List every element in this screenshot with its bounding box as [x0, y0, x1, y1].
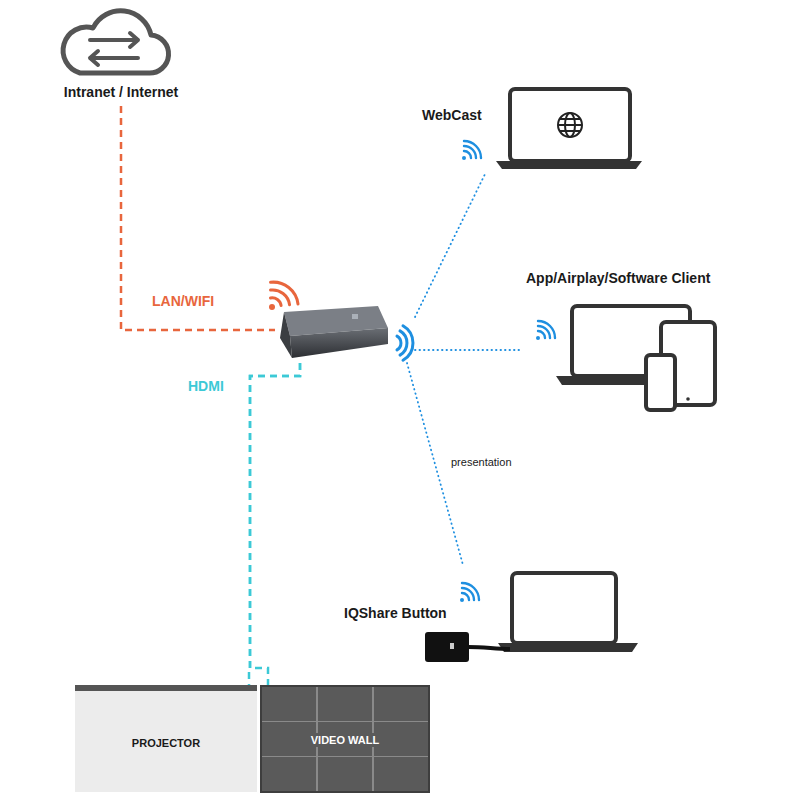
wifi-symbol [397, 326, 413, 361]
cloud-icon [63, 11, 168, 73]
wifi-symbol [536, 321, 555, 340]
link-label: LAN/WIFI [150, 293, 216, 310]
hdmi-link [249, 363, 300, 685]
client-node: App/Airplay/Software Client [520, 266, 752, 413]
globe-icon [558, 113, 582, 137]
hub-node [275, 303, 415, 363]
device-heading: App/Airplay/Software Client [526, 270, 710, 287]
laptop-icon [425, 573, 638, 662]
box-label: VIDEO WALL [262, 734, 428, 747]
device-heading: Intranet / Internet [40, 84, 202, 101]
box-label: PROJECTOR [75, 737, 257, 750]
share-button [425, 632, 469, 662]
laptop-node: WebCast [418, 85, 646, 172]
wifi-symbol [460, 583, 479, 602]
wifi-symbol [462, 141, 481, 160]
wireless-link [415, 349, 520, 351]
projector-box: PROJECTOR [75, 685, 257, 792]
link-label: HDMI [186, 378, 226, 395]
hdmi-link [250, 363, 300, 685]
device-heading: WebCast [422, 107, 482, 124]
device-heading: IQShare Button [344, 605, 447, 622]
network-link [121, 106, 275, 330]
hub-device [280, 306, 388, 358]
wireless-link [415, 172, 486, 317]
cloud-node: Intranet / Internet [40, 8, 202, 106]
link-label: presentation [449, 456, 514, 469]
wifi-symbol [263, 276, 302, 314]
device-icons [556, 306, 715, 410]
laptop-node: IQShare Button [340, 565, 640, 665]
laptop-icon [496, 89, 642, 169]
video-wall-box: VIDEO WALL [260, 685, 430, 793]
